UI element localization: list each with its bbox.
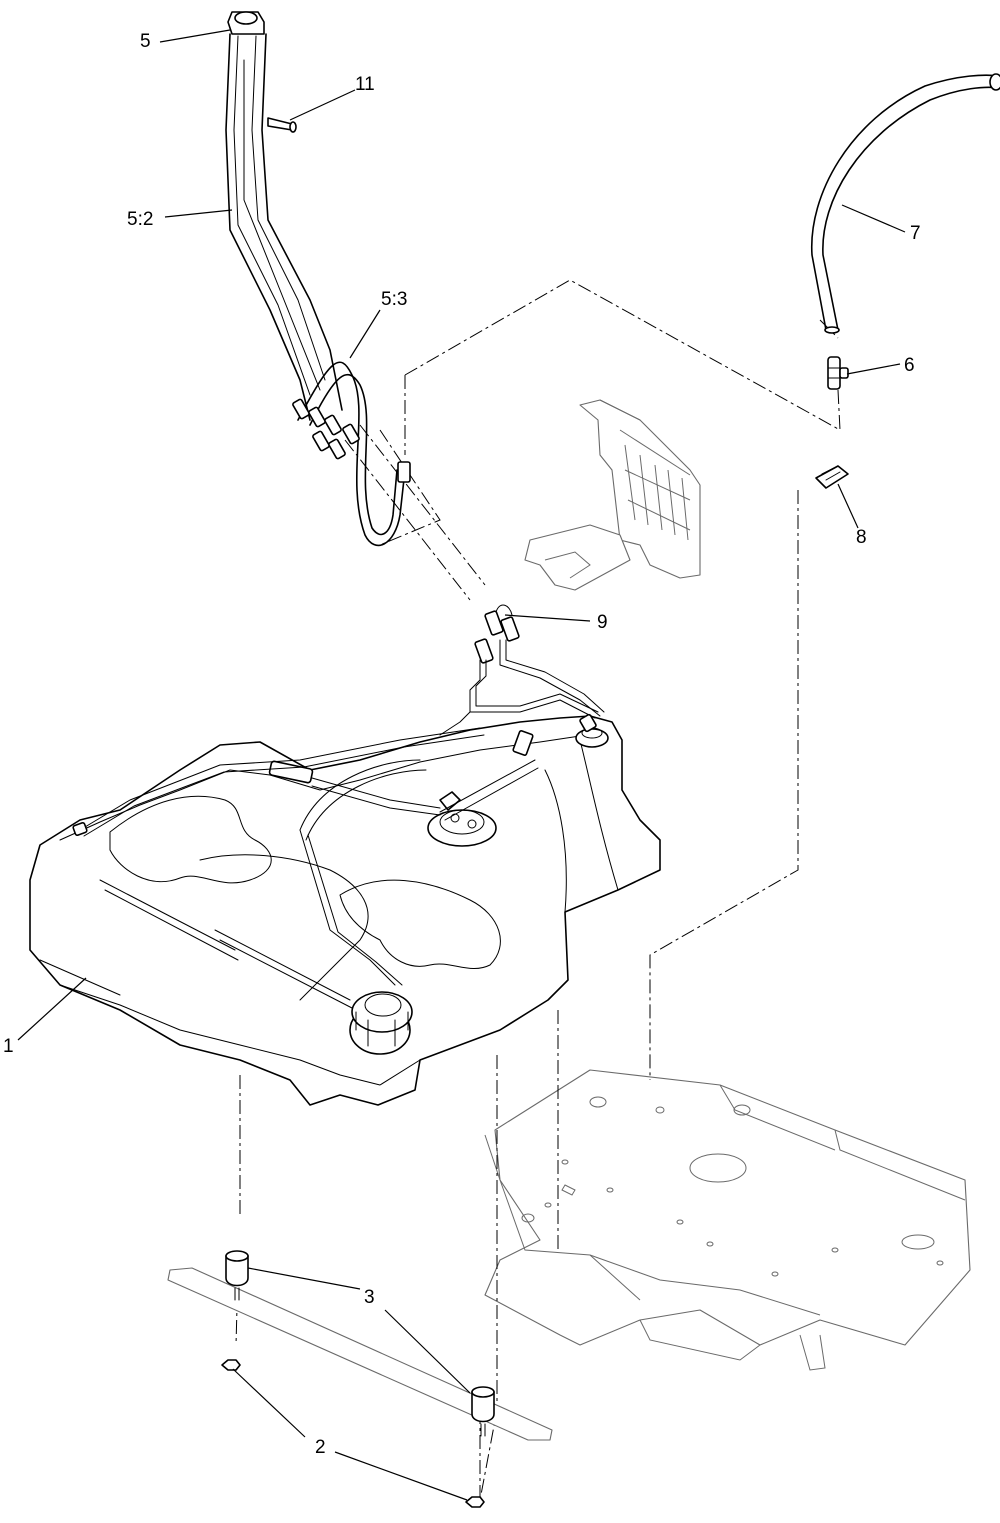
callout-3: 3 [364,1287,375,1308]
nut-2b [465,1496,485,1508]
leader-lines [17,29,906,1501]
callout-11: 11 [355,74,375,95]
nut-2a [221,1359,241,1371]
sensor-8 [815,465,849,489]
callout-5-3: 5:3 [381,289,407,310]
hose-connectors-upper [292,398,360,460]
callout-5: 5 [140,31,151,52]
pin-11 [267,117,297,133]
callout-labels: 5 11 5:2 5:3 7 6 8 9 1 3 2 [3,31,921,1458]
callout-9: 9 [597,612,608,633]
fuel-lines [439,639,605,736]
fittings-9 [474,604,520,664]
callout-2: 2 [315,1437,326,1458]
rubber-mount-3b [471,1386,495,1437]
rubber-mount-3a [225,1250,249,1301]
hose-5-3 [297,361,411,547]
callout-7: 7 [910,223,921,244]
mounting-bracket-ghost [524,399,701,591]
callout-8: 8 [856,527,867,548]
mount-plate [167,1267,553,1441]
filler-neck-5 [225,11,343,421]
hose-7 [810,73,1000,334]
callout-5-2: 5:2 [127,209,153,230]
callout-1: 1 [3,1036,14,1057]
chassis-plate-ghost [484,1069,971,1371]
fuel-tank-1 [29,713,661,1106]
tee-fitting-6 [827,356,849,390]
callout-6: 6 [904,355,915,376]
